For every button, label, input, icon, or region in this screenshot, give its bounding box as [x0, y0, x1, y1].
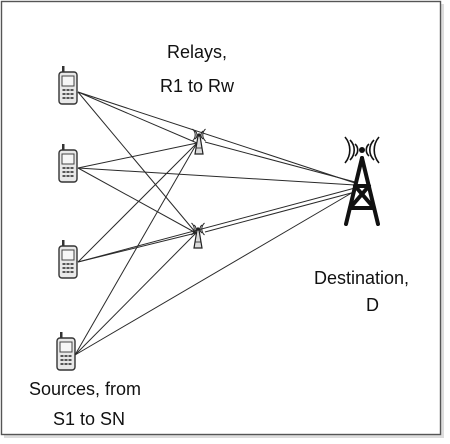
sources-label-line1: Sources, from [29, 379, 141, 399]
source-phone-icon [58, 239, 78, 279]
relays-label-line2: R1 to Rw [160, 76, 235, 96]
source-phone-icon [58, 143, 78, 183]
destination-label-line2: D [366, 295, 379, 315]
cell-tower-icon [344, 136, 380, 226]
relays-label-line1: Relays, [167, 42, 227, 62]
source-phone-icon [58, 65, 78, 105]
links [74, 91, 356, 356]
source-phone-icon [56, 331, 76, 371]
sources-label-line2: S1 to SN [53, 409, 125, 429]
destination-label-line1: Destination, [314, 268, 409, 288]
